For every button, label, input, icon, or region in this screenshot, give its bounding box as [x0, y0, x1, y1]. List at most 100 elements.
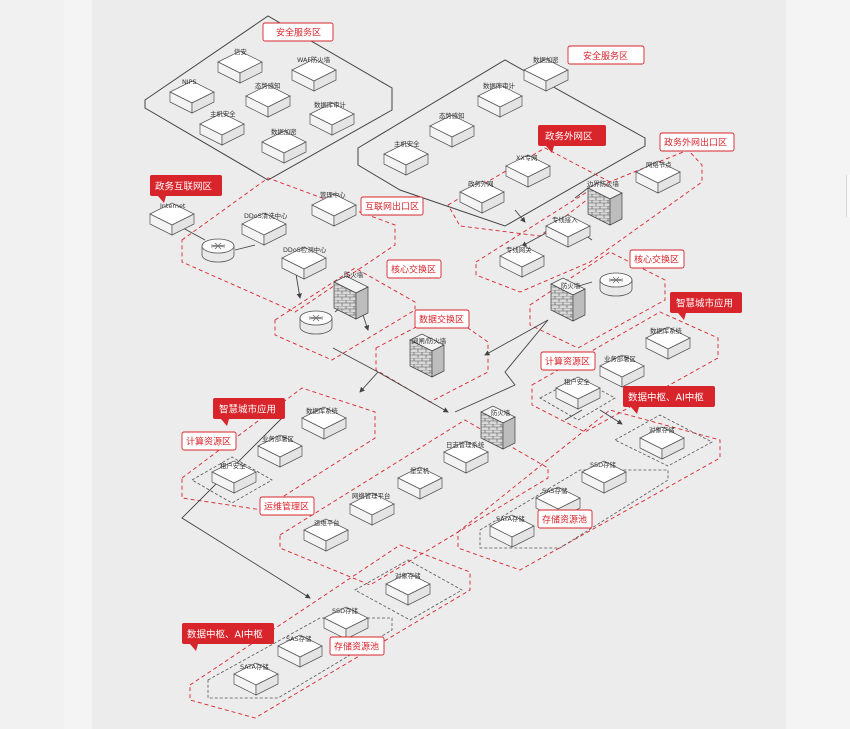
ddos-detect-label: DDoS检测中心 — [283, 245, 327, 254]
data-enc-right-label: 数据加密 — [533, 55, 559, 64]
ssd-right-label: SSD存储 — [590, 460, 616, 469]
xinan-node: 信安 — [217, 47, 263, 84]
ssd-left-label: SSD存储 — [332, 606, 358, 615]
bastion-node: 堡垒机 — [397, 466, 443, 500]
gatekeeper-label: 网闸/防火墙 — [412, 336, 447, 345]
situation-right-node: 态势感知 — [429, 111, 475, 148]
core-switch-left-zone-outline — [274, 267, 416, 361]
host-sec-right-label: 主机安全 — [394, 139, 420, 148]
biz-deploy-left-label: 业务部署区 — [262, 434, 295, 443]
tag-storage-pool-left: 存储资源池 — [329, 636, 385, 656]
core-switch-right-zone-outline — [529, 251, 666, 349]
connection-lines — [171, 187, 623, 599]
internet-label: Internet — [160, 202, 186, 210]
dedicated-gw-node: 专线网关 — [499, 244, 545, 278]
biz-deploy-left-node: 业务部署区 — [257, 434, 303, 468]
object-storage-right-node: 对象存储 — [639, 425, 685, 460]
data-enc-left-node: 数据加密 — [261, 127, 307, 164]
host-sec-left-label: 主机安全 — [210, 109, 236, 118]
tag-datacenter-left: 数据中枢、AI中枢 — [182, 623, 274, 651]
datacenter-left-zone-outline — [189, 544, 471, 719]
object-storage-left-node: 对象存储 — [385, 571, 431, 606]
ddos-detect-node: DDoS检测中心 — [281, 245, 327, 280]
svg-text:安全服务区: 安全服务区 — [276, 27, 321, 39]
xinan-label: 信安 — [234, 47, 247, 56]
data-exchange-nodes: 网闸/防火墙 — [409, 333, 447, 378]
netmgmt-platform-node: 网络管理平台 — [349, 491, 395, 526]
host-sec-left-node: 主机安全 — [199, 109, 245, 146]
tag-gov-extranet: 政务外网区 — [538, 125, 606, 153]
sas-right-node: SAS存储 — [535, 486, 581, 520]
storage-pool-left-subzone — [207, 617, 393, 699]
tag-extranet-exit: 政务外网出口区 — [659, 132, 735, 152]
xx-private-node: XX专网 — [505, 153, 551, 188]
tag-security-left: 安全服务区 — [262, 22, 334, 42]
ddos-clean-label: DDoS清洗中心 — [244, 211, 288, 220]
situation-left-node: 态势感知 — [245, 81, 291, 118]
data-enc-left-label: 数据加密 — [271, 127, 297, 136]
db-audit-left-node: 数据库审计 — [309, 100, 355, 136]
tenant-sec-right-node: 租户安全 — [555, 376, 601, 410]
smart-city-left-nodes: 数据库系统 业务部署区 租户安全 — [211, 406, 347, 494]
sas-left-label: SAS存储 — [286, 634, 312, 643]
db-audit-left-label: 数据库审计 — [314, 100, 347, 109]
gov-extranet-nodes: XX专网 政务外网 — [459, 153, 551, 214]
tag-core-switch-right: 核心交换区 — [629, 249, 685, 269]
mgmt-center-label: 管理中心 — [320, 190, 346, 199]
firewall-right-node: 防火墙 — [550, 277, 586, 322]
tag-security-right: 安全服务区 — [567, 45, 645, 65]
tenant-sec-right-label: 租户安全 — [564, 377, 590, 386]
object-storage-left-subzone — [354, 559, 463, 621]
zone-tags: 安全服务区 安全服务区 互联网出口区 核心交换区 数据交换区 政务外网出口区 核… — [150, 22, 742, 656]
svg-text:智慧城市应用: 智慧城市应用 — [219, 404, 276, 416]
svg-text:政务互联网区: 政务互联网区 — [155, 181, 213, 193]
extranet-exit-nodes: 网络节点 边界防火墙 专线接入 专线网关 — [499, 160, 681, 278]
storage-pool-right-subzone — [479, 469, 669, 549]
ddos-clean-node: DDoS清洗中心 — [241, 211, 288, 246]
ops-platform-node: 运维平台 — [303, 518, 349, 552]
sata-left-node: SATA存储 — [233, 662, 279, 696]
gov-extranet-node: 政务外网 — [459, 179, 505, 214]
situation-left-label: 态势感知 — [255, 81, 281, 90]
security-zone-left-nodes: NIPS 信安 WAF防火墙 态势感知 主机安全 数据库审计 数据加密 — [169, 47, 355, 164]
core-switch-left-nodes: 防火墙 — [299, 270, 369, 335]
ops-mgmt-nodes: 防火墙 日志管理系统 堡垒机 网络管理平台 运维平台 — [303, 405, 516, 552]
tag-compute-left: 计算资源区 — [181, 431, 237, 451]
tag-smart-city-left: 智慧城市应用 — [213, 398, 285, 426]
tag-compute-right: 计算资源区 — [540, 351, 596, 371]
object-storage-right-subzone — [614, 414, 713, 467]
db-system-right-node: 数据库系统 — [645, 326, 691, 360]
netmgmt-platform-label: 网络管理平台 — [352, 491, 390, 500]
mgmt-center-node: 管理中心 — [311, 190, 357, 227]
ssd-right-node: SSD存储 — [581, 460, 627, 494]
internet-exit-zone-outline — [181, 177, 396, 313]
svg-text:数据中枢、AI中枢: 数据中枢、AI中枢 — [187, 629, 263, 641]
datacenter-right-nodes: 对象存储 SSD存储 SAS存储 SATA存储 — [489, 425, 685, 548]
db-audit-right-label: 数据库审计 — [483, 81, 516, 90]
dedicated-gw-label: 专线网关 — [506, 245, 532, 254]
right-edge-tab[interactable] — [846, 175, 850, 217]
db-system-right-label: 数据库系统 — [650, 326, 683, 335]
svg-text:安全服务区: 安全服务区 — [583, 50, 628, 62]
smart-city-right-zone-outline — [531, 311, 719, 433]
router-right-core — [599, 272, 633, 297]
nips-label: NIPS — [182, 78, 197, 86]
data-enc-right-node: 数据加密 — [523, 55, 569, 92]
host-sec-right-node: 主机安全 — [383, 139, 429, 176]
bastion-label: 堡垒机 — [410, 466, 430, 475]
extranet-exit-zone-outline — [475, 149, 703, 293]
compute-right-subzone — [539, 377, 616, 421]
xx-private-label: XX专网 — [516, 153, 538, 162]
dedicated-access-node: 专线接入 — [545, 214, 591, 248]
tag-core-switch-left: 核心交换区 — [386, 259, 442, 279]
network-node: 网络节点 — [635, 160, 681, 194]
compute-left-subzone — [191, 456, 273, 504]
tag-data-exchange: 数据交换区 — [414, 309, 470, 329]
gov-extranet-node-label: 政务外网 — [468, 179, 494, 188]
svg-text:核心交换区: 核心交换区 — [391, 264, 436, 276]
firewall-left-node: 防火墙 — [333, 270, 369, 320]
tag-ops-mgmt: 运维管理区 — [259, 496, 315, 516]
db-system-left-node: 数据库系统 — [301, 406, 347, 440]
internet-node: Internet — [149, 202, 195, 236]
